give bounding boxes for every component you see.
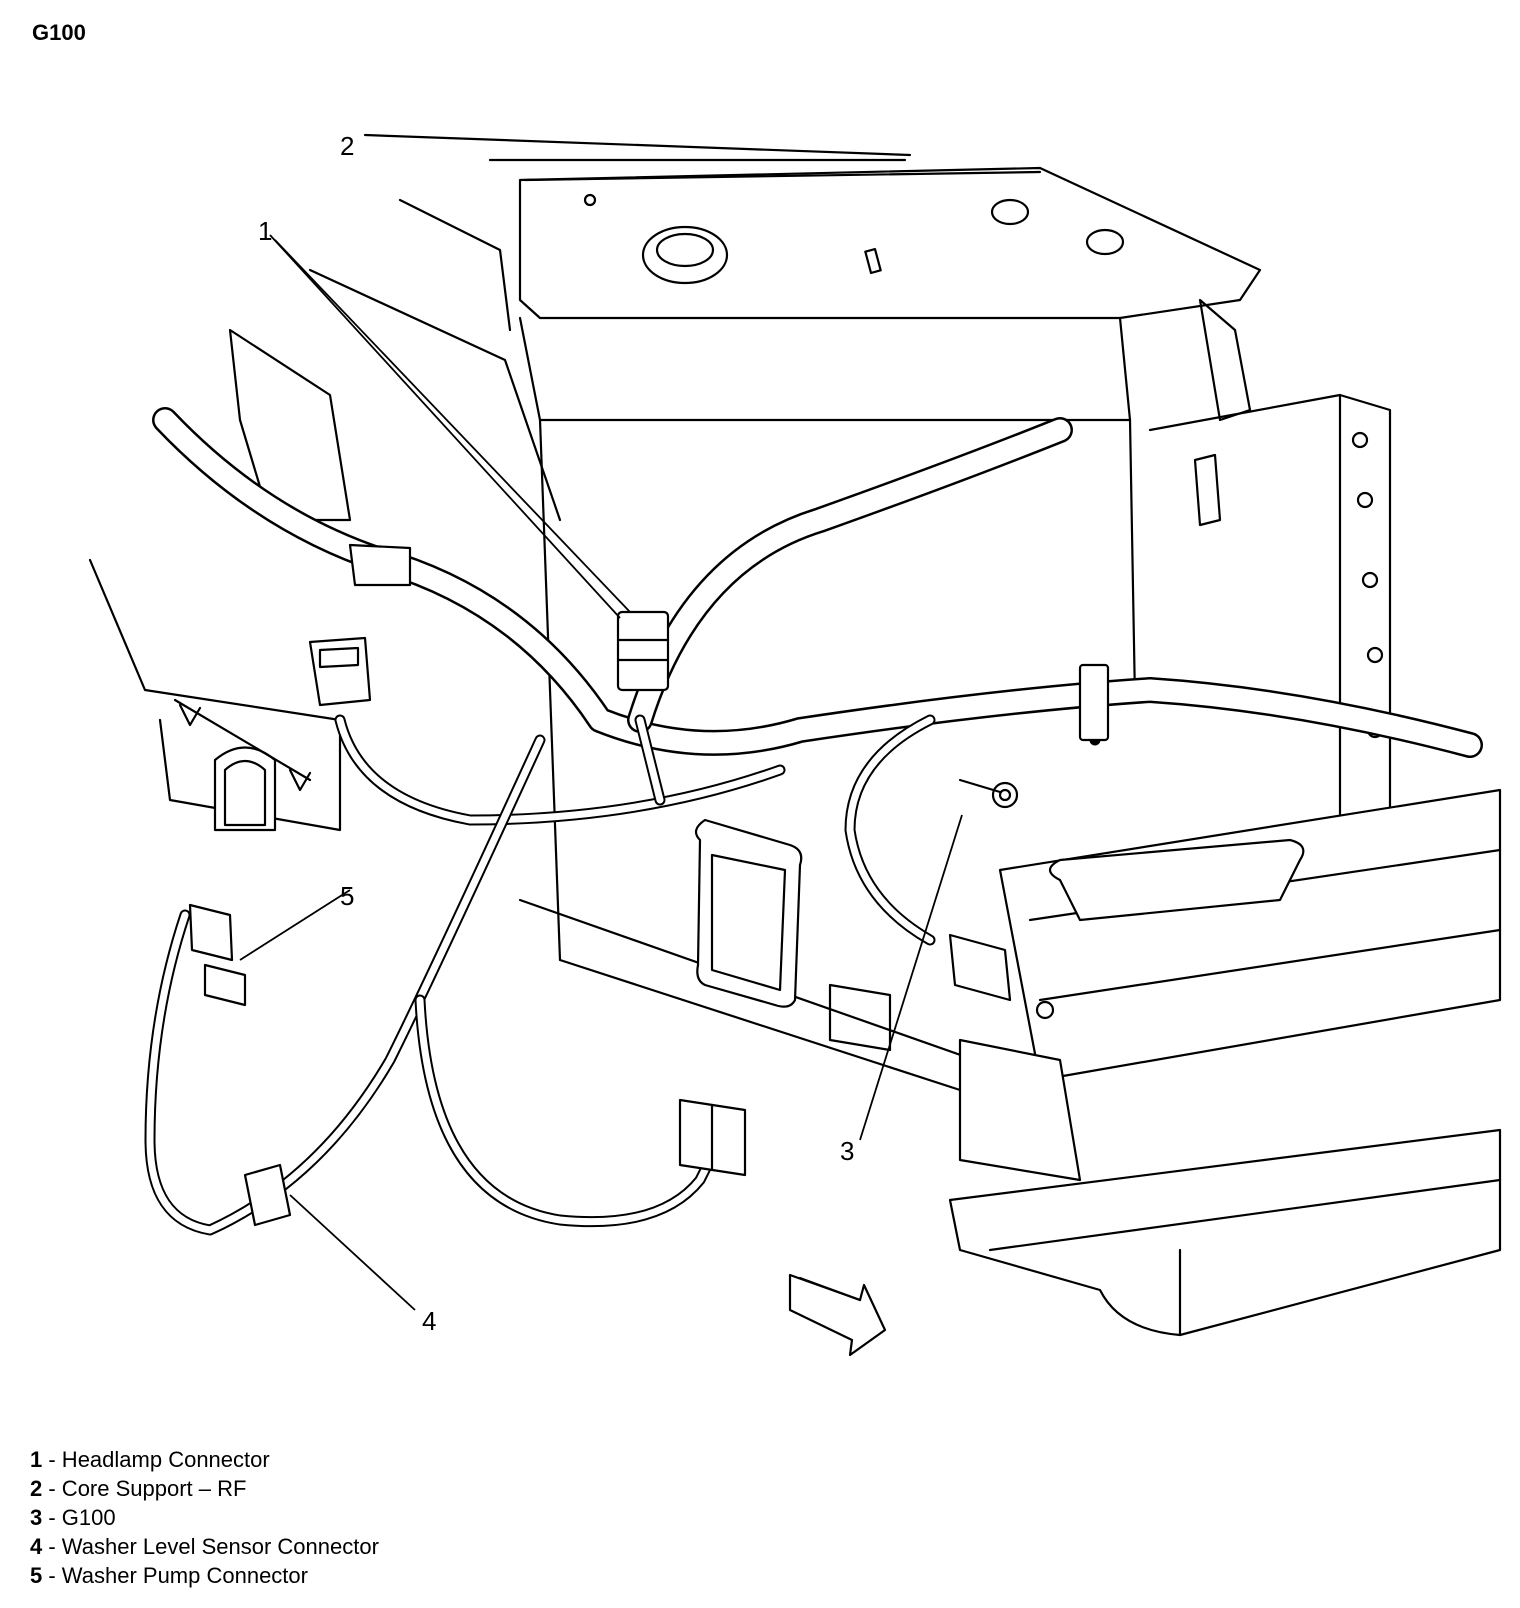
diagram-title: G100 (32, 20, 86, 45)
callout-5: 5 (340, 881, 354, 911)
callout-3: 3 (840, 1136, 854, 1166)
lower-frame (518, 788, 1502, 1337)
connectors (188, 543, 1110, 1227)
right-bracket (1148, 298, 1392, 882)
legend-item: 4 - Washer Level Sensor Connector (30, 1532, 379, 1561)
legend-item: 5 - Washer Pump Connector (30, 1561, 379, 1590)
callout-1: 1 (258, 216, 272, 246)
legend-text: - Washer Pump Connector (42, 1563, 308, 1588)
legend-number: 5 (30, 1563, 43, 1588)
legend-text: - Washer Level Sensor Connector (42, 1534, 379, 1559)
legend-number: 2 (30, 1476, 43, 1501)
legend-number: 3 (30, 1505, 43, 1530)
left-fender (88, 198, 562, 832)
callout-4: 4 (422, 1306, 436, 1336)
legend: 1 - Headlamp Connector 2 - Core Support … (30, 1445, 379, 1590)
legend-text: - Headlamp Connector (42, 1447, 270, 1472)
callout-2: 2 (340, 131, 354, 161)
legend-number: 4 (30, 1534, 43, 1559)
leader-lines (239, 234, 963, 1311)
legend-text: - Core Support – RF (42, 1476, 247, 1501)
wiring-harness (144, 407, 1483, 1236)
direction-arrow-icon (788, 1273, 887, 1357)
legend-item: 3 - G100 (30, 1503, 379, 1532)
legend-item: 1 - Headlamp Connector (30, 1445, 379, 1474)
core-support-panel (363, 133, 1262, 962)
legend-number: 1 (30, 1447, 43, 1472)
legend-item: 2 - Core Support – RF (30, 1474, 379, 1503)
legend-text: - G100 (42, 1505, 116, 1530)
